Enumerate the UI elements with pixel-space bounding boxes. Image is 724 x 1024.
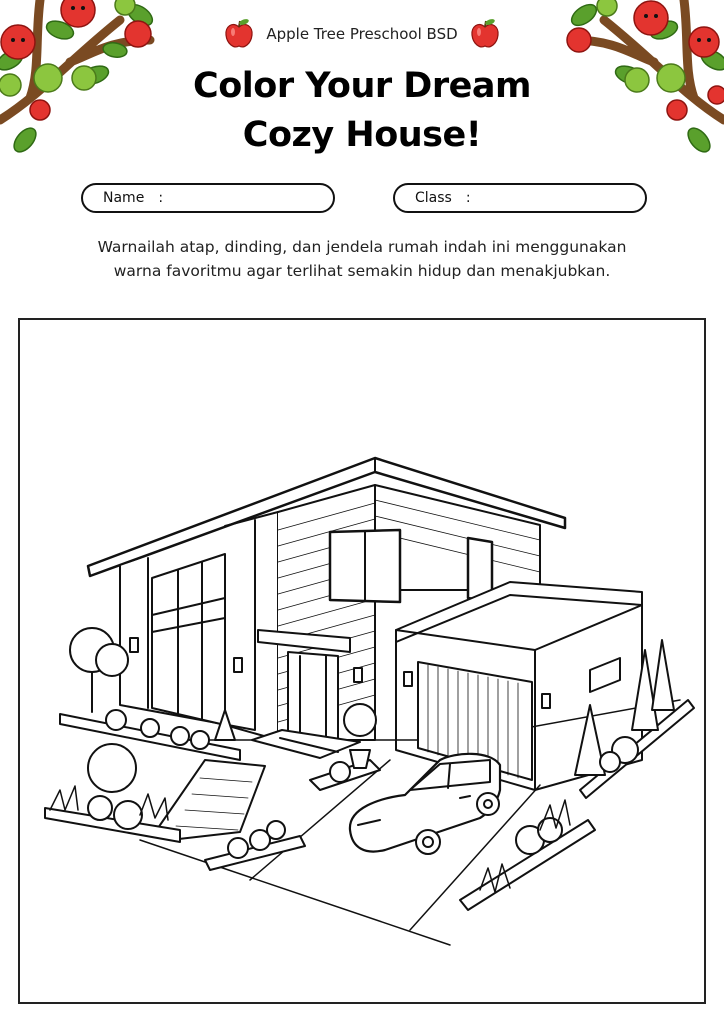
instruction-text: Warnailah atap, dinding, dan jendela rum… [40,235,684,283]
title-line-1: Color Your Dream [193,66,531,106]
page-title: Color Your Dream Cozy House! [0,62,724,160]
house-line-art[interactable] [20,320,704,1002]
school-header: Apple Tree Preschool BSD [0,18,724,50]
apple-icon [471,19,499,48]
name-separator: : [158,190,164,206]
coloring-frame[interactable] [18,318,706,1004]
school-name: Apple Tree Preschool BSD [266,25,458,43]
apple-icon [225,19,253,48]
name-label: Name [103,190,145,206]
instruction-line-1: Warnailah atap, dinding, dan jendela rum… [97,238,627,256]
apple-tree-corner-right-icon [566,0,724,153]
name-field[interactable]: Name : [81,183,335,213]
class-label: Class [415,190,452,206]
class-field[interactable]: Class : [393,183,647,213]
apple-tree-corner-left-icon [0,0,155,153]
title-line-2: Cozy House! [242,115,482,155]
class-separator: : [465,190,471,206]
instruction-line-2: warna favoritmu agar terlihat semakin hi… [113,262,611,280]
